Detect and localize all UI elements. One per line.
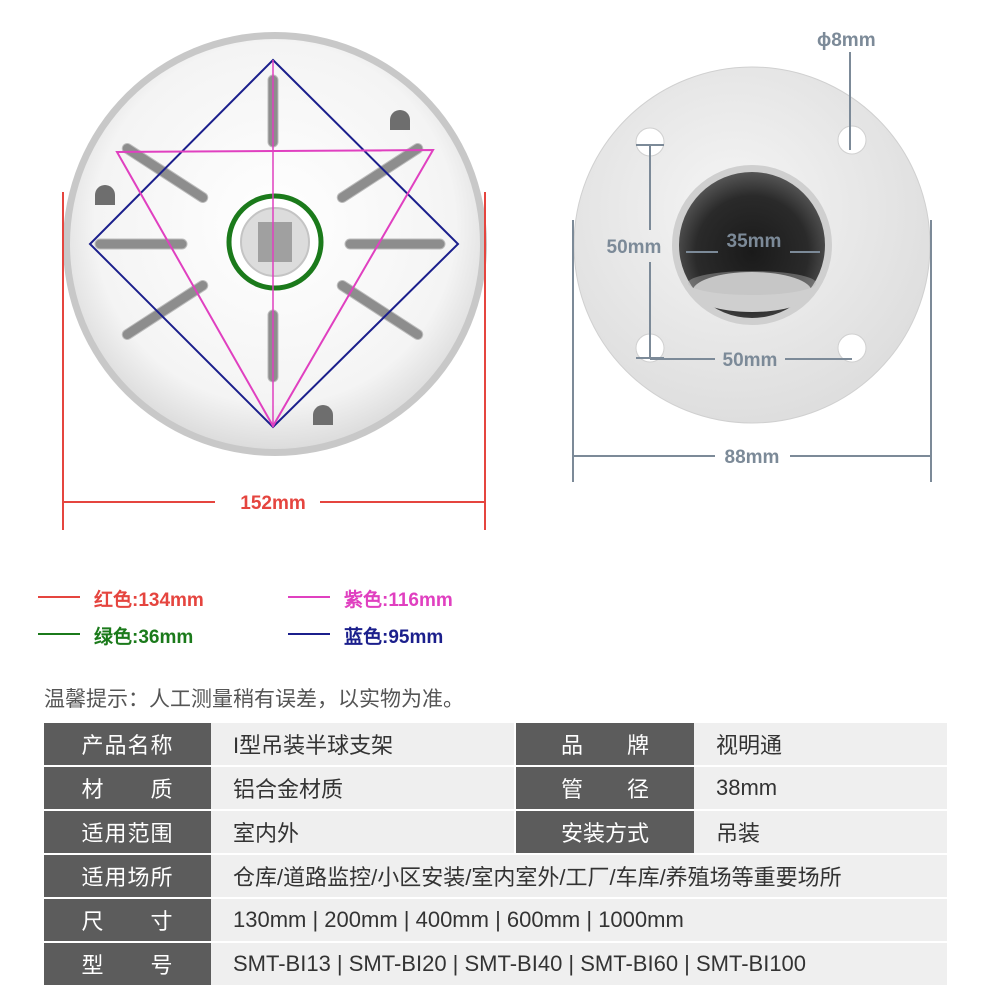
- product-drawing: 152mm ϕ8mm 50mm 35mm 50mm 88mm: [62, 30, 932, 530]
- spec-value: 铝合金材质: [211, 767, 514, 811]
- spec-key: 产品名称: [44, 723, 211, 767]
- table-row: 适用场所 仓库/道路监控/小区安装/室内室外/工厂/车库/养殖场等重要场所: [44, 855, 947, 899]
- spec-value: 130mm | 200mm | 400mm | 600mm | 1000mm: [211, 899, 947, 943]
- dimension-lines-right: [572, 52, 932, 482]
- spec-value: I型吊装半球支架: [211, 723, 514, 767]
- spec-key: 尺 寸: [44, 899, 211, 943]
- spec-key: 管 径: [516, 767, 694, 811]
- spec-key: 安装方式: [516, 811, 694, 855]
- table-row: 适用范围 室内外 安装方式 吊装: [44, 811, 947, 855]
- spec-key: 适用范围: [44, 811, 211, 855]
- flange-top-view: [573, 66, 931, 424]
- dimension-label-center: 35mm: [727, 231, 782, 252]
- dimension-152: [62, 192, 486, 530]
- spec-value: SMT-BI13 | SMT-BI20 | SMT-BI40 | SMT-BI6…: [211, 943, 947, 987]
- dimension-label-hole: ϕ8mm: [817, 30, 876, 51]
- mount-plate-top-view: [63, 32, 487, 456]
- spec-key: 品 牌: [516, 723, 694, 767]
- spec-value: 38mm: [694, 767, 947, 811]
- dimension-label-152: 152mm: [240, 493, 306, 514]
- table-row: 尺 寸 130mm | 200mm | 400mm | 600mm | 1000…: [44, 899, 947, 943]
- spec-value: 仓库/道路监控/小区安装/室内室外/工厂/车库/养殖场等重要场所: [211, 855, 947, 899]
- spec-value: 吊装: [694, 811, 947, 855]
- dimension-label-height: 50mm: [607, 237, 662, 258]
- spec-key: 型 号: [44, 943, 211, 987]
- spec-value: 室内外: [211, 811, 514, 855]
- table-row: 产品名称 I型吊装半球支架 品 牌 视明通: [44, 723, 947, 767]
- spec-value: 视明通: [694, 723, 947, 767]
- spec-key: 适用场所: [44, 855, 211, 899]
- table-row: 材 质 铝合金材质 管 径 38mm: [44, 767, 947, 811]
- spec-table: 产品名称 I型吊装半球支架 品 牌 视明通 材 质 铝合金材质 管 径 38mm…: [44, 723, 947, 987]
- dimension-label-diameter: 88mm: [725, 447, 780, 468]
- measurement-notice: 温馨提示：人工测量稍有误差，以实物为准。: [44, 688, 464, 711]
- dimension-label-spacing: 50mm: [723, 350, 778, 371]
- table-row: 型 号 SMT-BI13 | SMT-BI20 | SMT-BI40 | SMT…: [44, 943, 947, 987]
- spec-key: 材 质: [44, 767, 211, 811]
